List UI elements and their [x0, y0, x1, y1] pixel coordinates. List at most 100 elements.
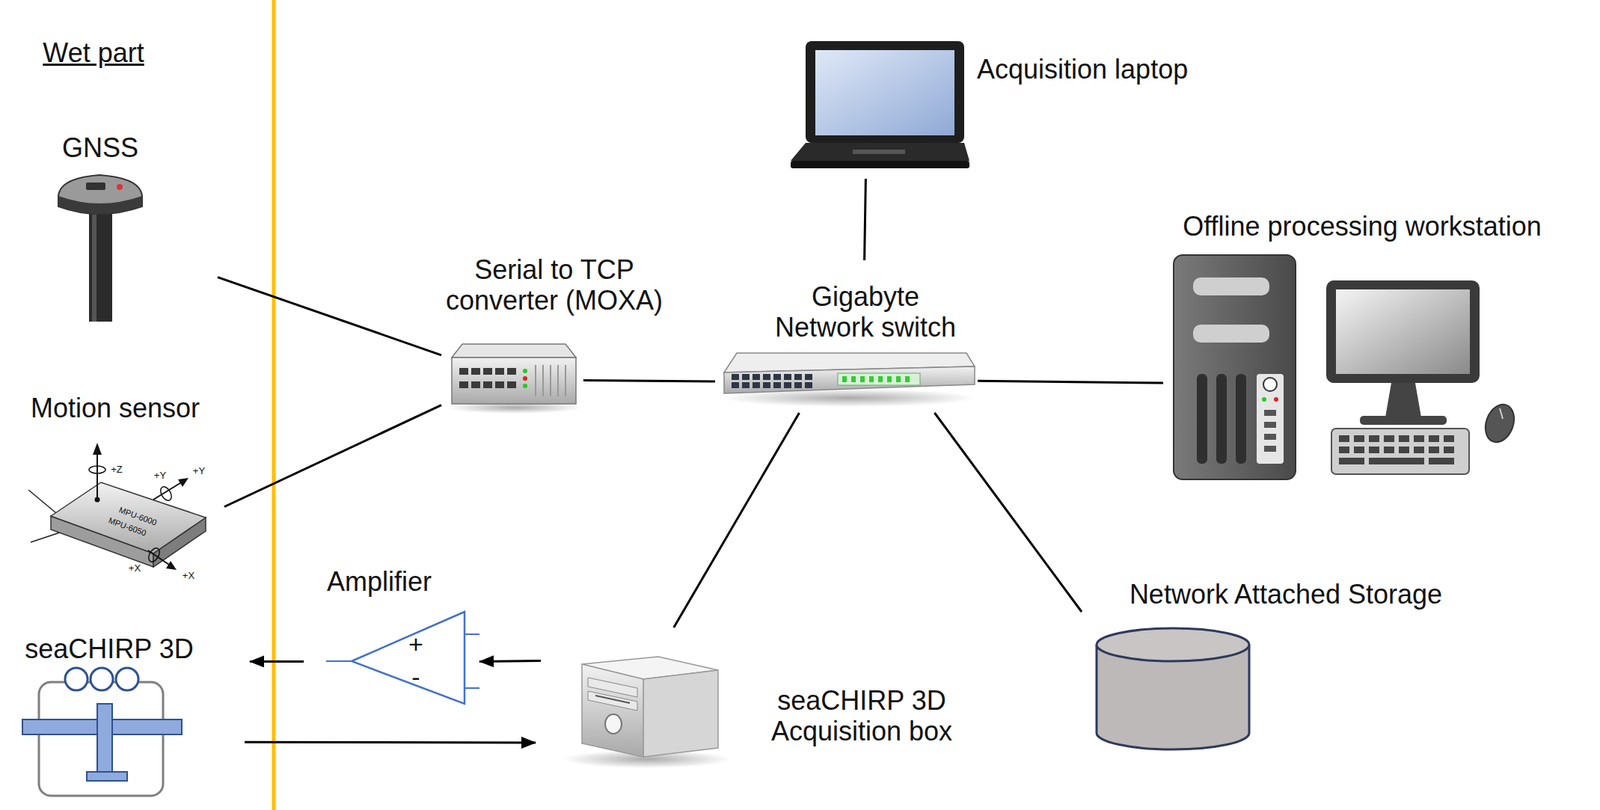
- workstation-icon: [1173, 255, 1520, 480]
- switch-node: Gigabyte Network switch: [724, 351, 975, 404]
- motion-sensor-chip-icon-part: [30, 532, 60, 543]
- workstation-icon-part: [1216, 374, 1227, 464]
- gnss-receiver-icon-part: [86, 182, 106, 190]
- moxa-converter-icon-part: [459, 368, 469, 375]
- motion-sensor-chip-icon-part: [153, 481, 183, 500]
- motion-sensor-node: Motion sensor: [10, 441, 222, 573]
- workstation-icon-part: [1326, 280, 1480, 383]
- network-switch-icon: [721, 353, 977, 407]
- workstation-icon-part: [1428, 435, 1440, 443]
- workstation-icon-part: [1480, 400, 1520, 446]
- workstation-icon-part: [1338, 435, 1455, 465]
- workstation-icon-part: [1264, 409, 1277, 452]
- laptop-icon-part: [790, 142, 970, 161]
- workstation-icon-part: [1368, 435, 1380, 443]
- network-switch-icon-part: [762, 374, 771, 380]
- workstation-icon-part: [1256, 374, 1284, 464]
- wet-part-divider: [273, 0, 275, 810]
- workstation-icon-part: [1173, 255, 1296, 480]
- link-line: [217, 277, 442, 356]
- network-switch-icon-part: [837, 373, 921, 386]
- workstation-icon-part: [1443, 446, 1455, 454]
- node-label: seaCHIRP 3D: [24, 633, 193, 665]
- motion-sensor-chip-icon-part: [148, 550, 170, 565]
- network-switch-icon-part: [742, 374, 750, 380]
- axis-label: +Y: [192, 466, 205, 477]
- workstation-icon-part: [1499, 408, 1503, 419]
- network-switch-icon-part: [887, 376, 892, 383]
- network-switch-icon-part: [773, 382, 781, 389]
- laptop-icon-part: [815, 50, 955, 136]
- motion-sensor-chip-icon-part: [96, 453, 98, 500]
- node-label: GNSS: [62, 132, 139, 164]
- moxa-converter-icon-part: [471, 368, 481, 375]
- motion-sensor-chip-icon-part: [158, 484, 174, 502]
- workstation-icon-part: [1368, 446, 1380, 454]
- link-line: [934, 412, 1082, 612]
- workstation-icon-part: [1193, 277, 1270, 296]
- motion-sensor-chip-icon-part: [166, 561, 177, 570]
- workstation-icon-part: [1353, 446, 1365, 454]
- transducer-node: seaCHIRP 3D: [22, 667, 184, 796]
- seachirp-transducer-icon-part: [115, 667, 139, 691]
- network-switch-icon-part: [794, 374, 802, 380]
- region-heading: Wet part: [42, 38, 144, 69]
- moxa-converter-icon-part: [483, 381, 493, 389]
- motion-sensor-chip-icon-part: [178, 477, 189, 487]
- laptop-icon: [790, 41, 970, 169]
- motion-sensor-chip-icon-part: [50, 482, 206, 554]
- amplifier-symbol: [326, 611, 480, 704]
- storage-cylinder-icon-part: [1096, 628, 1250, 662]
- node-label: Acquisition laptop: [976, 53, 1188, 85]
- moxa-converter-icon-part: [522, 383, 528, 389]
- seachirp-transducer-icon-part: [38, 682, 164, 796]
- workstation-icon-part: [1338, 435, 1350, 443]
- workstation-icon-part: [1264, 433, 1277, 440]
- network-switch-icon-part: [783, 374, 792, 380]
- moxa-converter-icon-part: [549, 365, 552, 397]
- node-label: Amplifier: [326, 566, 432, 597]
- acquisition-box-icon-part: [587, 691, 638, 711]
- workstation-icon-part: [1413, 435, 1425, 443]
- seachirp-transducer-icon-part: [65, 667, 88, 691]
- seachirp-transducer-icon-part: [90, 667, 113, 691]
- workstation-icon-part: [1193, 324, 1270, 343]
- gnss-receiver-icon-part: [89, 210, 113, 322]
- node-label: seaCHIRP 3D Acquisition box: [763, 685, 960, 748]
- link-line: [864, 178, 867, 261]
- laptop-node: Acquisition laptop: [790, 41, 970, 169]
- link-line: [583, 380, 716, 382]
- seachirp-transducer-icon-part: [86, 771, 128, 781]
- network-switch-icon-part: [804, 382, 813, 389]
- network-switch-icon-part: [731, 374, 740, 380]
- workstation-icon-part: [1383, 435, 1395, 443]
- link-line: [224, 405, 442, 508]
- acquisition-box-icon-part: [595, 695, 630, 704]
- workstation-icon-part: [1398, 446, 1410, 454]
- amplifier-symbol-part: [464, 687, 480, 689]
- seachirp-transducer-icon: [22, 667, 182, 796]
- moxa-converter-icon-part: [557, 365, 559, 397]
- workstation-icon-part: [1264, 409, 1277, 416]
- network-switch-icon-part: [878, 376, 883, 383]
- gnss-receiver-icon-part: [58, 175, 143, 214]
- gnss-receiver-icon-part: [58, 195, 143, 214]
- network-switch-icon-part: [869, 376, 874, 383]
- pin-sign: +: [408, 630, 424, 659]
- workstation-icon-part: [1196, 374, 1208, 464]
- moxa-converter-icon-part: [507, 368, 517, 375]
- amplifier-node: Amplifier: [326, 611, 465, 704]
- storage-cylinder-icon: [1096, 628, 1250, 750]
- node-label: Serial to TCP converter (MOXA): [419, 254, 689, 317]
- pin-sign: -: [411, 663, 420, 692]
- workstation-icon-part: [1235, 374, 1247, 464]
- network-switch-icon-part: [731, 374, 813, 389]
- acquisition-box-icon-part: [581, 664, 644, 757]
- node-label: Offline processing workstation: [1182, 210, 1542, 242]
- workstation-icon-part: [1273, 397, 1279, 402]
- amplifier-symbol-part: [351, 611, 465, 704]
- moxa-converter-icon: [447, 344, 582, 414]
- moxa-converter-icon-part: [495, 368, 505, 375]
- acquisition-box-node: seaCHIRP 3D Acquisition box: [561, 653, 730, 766]
- amplifier-symbol-part: [326, 660, 352, 662]
